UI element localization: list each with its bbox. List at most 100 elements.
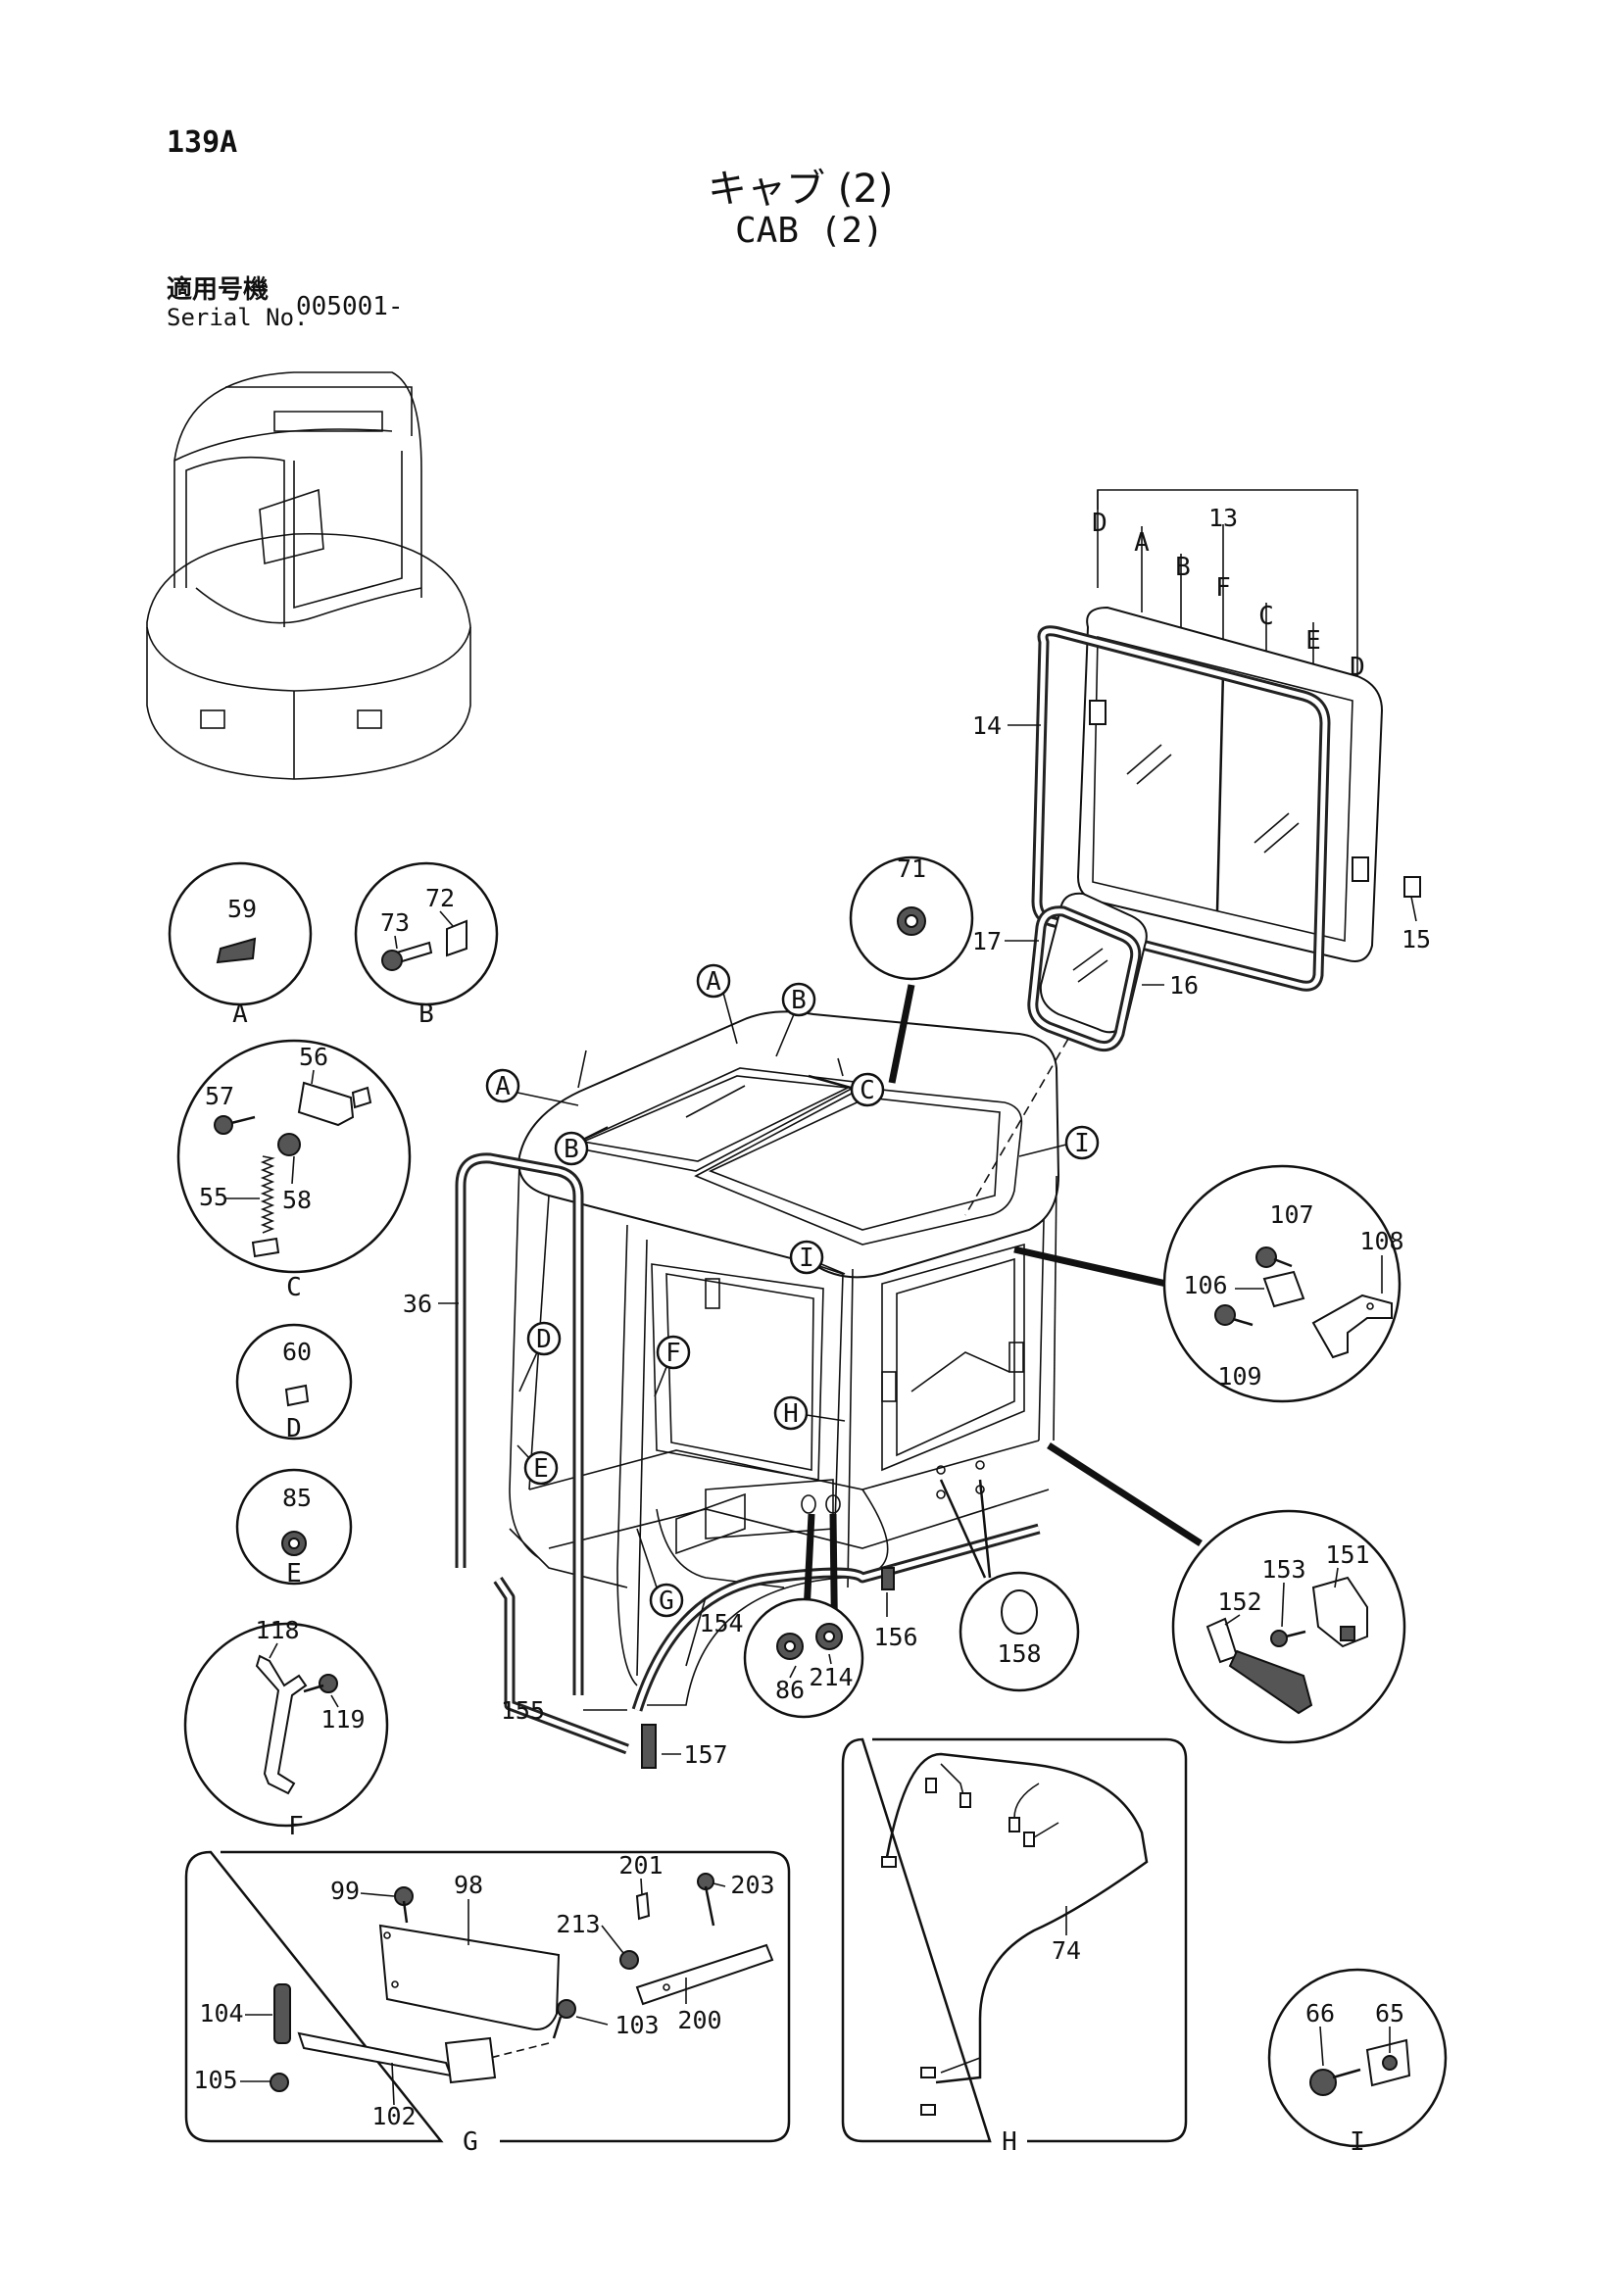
part-label-213: 213 [556,1910,600,1938]
window-letter-F: F [1215,573,1231,603]
window-assembly [1005,489,1421,1052]
callout-letter-B-window: B [781,982,816,1017]
machine-overview-illustration [146,371,471,780]
part-label-57: 57 [205,1082,234,1110]
part-label-13: 13 [1208,504,1238,532]
part-label-153: 153 [1261,1555,1305,1584]
part-label-98: 98 [454,1871,483,1899]
callout-letter-C-cab: C [850,1072,885,1107]
svg-text:A: A [495,1072,511,1101]
part-label-154: 154 [699,1609,743,1637]
svg-text:F: F [665,1339,681,1368]
detail-letter-E: E [286,1559,302,1588]
detail-letter-G: G [463,2127,478,2157]
part-label-214: 214 [809,1663,853,1691]
window-letter-labels: D A B F C E D [1092,509,1365,682]
part-label-102: 102 [371,2102,416,2130]
cab-part-numbers: 13 14 15 16 17 36 154 155 156 157 [403,504,1431,1769]
part-label-16: 16 [1169,971,1199,1000]
window-letter-B: B [1175,553,1191,582]
callout-letter-H-cab: H [773,1395,809,1431]
callout-letter-B-cab: B [554,1131,589,1166]
part-label-155: 155 [501,1696,545,1725]
part-label-104: 104 [199,1999,243,2027]
part-label-17: 17 [972,927,1002,955]
callout-letter-D-door: D [526,1321,562,1356]
window-letter-D-right: D [1350,653,1365,682]
part-label-60: 60 [282,1338,312,1366]
part-label-109: 109 [1217,1362,1261,1391]
part-label-66: 66 [1305,1999,1335,2027]
svg-text:A: A [706,967,721,997]
detail-C: 56 57 55 58 C [176,1039,412,1302]
part-label-72: 72 [425,884,455,912]
callout-letter-A-cab: A [485,1068,520,1103]
part-label-157: 157 [683,1740,727,1769]
detail-letter-F: F [288,1812,304,1841]
detail-D: 60 D [235,1323,353,1443]
svg-text:I: I [1074,1129,1090,1158]
callout-letter-F-door: F [656,1335,691,1370]
detail-I: 66 65 I [1267,1968,1448,2157]
detail-letter-A: A [232,1000,248,1029]
callout-letter-E-door: E [523,1450,559,1486]
part-label-86: 86 [775,1676,805,1704]
part-label-201: 201 [618,1851,663,1880]
cab-body [438,984,1203,1769]
serial-label-japanese: 適用号機 [167,275,270,305]
part-label-108: 108 [1359,1227,1403,1255]
detail-71-nut: 71 [849,855,974,981]
detail-86-214-nuts: 86 214 [743,1597,864,1719]
part-label-56: 56 [299,1043,328,1071]
part-label-151: 151 [1325,1540,1369,1569]
part-label-200: 200 [677,2006,721,2034]
part-label-107: 107 [1269,1200,1313,1229]
detail-158-plug: 158 [959,1571,1080,1692]
part-label-152: 152 [1217,1588,1261,1616]
svg-text:D: D [536,1325,552,1354]
detail-G: G 99 98 201 203 213 [184,1850,791,2157]
svg-text:H: H [783,1399,799,1429]
svg-text:G: G [659,1587,674,1616]
serial-number-value: 005001- [296,292,404,321]
part-label-156: 156 [873,1623,917,1651]
part-label-74: 74 [1052,1936,1081,1965]
part-label-105: 105 [193,2066,237,2094]
detail-E: 85 E [235,1468,353,1588]
callout-letter-I-front: I [789,1240,824,1275]
part-label-85: 85 [282,1484,312,1512]
part-label-118: 118 [255,1616,299,1644]
part-label-15: 15 [1402,925,1431,953]
window-letter-C: C [1258,602,1274,631]
page-number: 139A [167,125,238,160]
part-label-203: 203 [730,1871,774,1899]
part-label-106: 106 [1183,1271,1227,1299]
callout-letter-A-window: A [696,963,731,999]
svg-text:B: B [564,1135,579,1164]
callout-letter-G-cab: G [649,1583,684,1618]
window-letter-E: E [1305,626,1321,656]
detail-letter-B: B [418,1000,434,1029]
svg-text:E: E [533,1454,549,1484]
part-label-65: 65 [1375,1999,1404,2027]
svg-text:I: I [799,1244,814,1273]
part-label-58: 58 [282,1186,312,1214]
part-label-119: 119 [320,1705,365,1734]
part-label-73: 73 [380,908,410,937]
detail-A: 59 A [168,861,313,1029]
page-title: CAB (2) [735,211,884,251]
svg-text:158: 158 [997,1639,1041,1668]
page-title-japanese: キャブ (2) [708,167,894,212]
detail-lock: 151 153 152 [1171,1509,1406,1744]
detail-B: 72 73 B [354,861,499,1029]
callout-letter-I-top: I [1064,1125,1100,1160]
detail-letter-I: I [1350,2127,1365,2157]
svg-text:C: C [860,1076,875,1105]
part-label-103: 103 [615,2011,659,2039]
detail-H: H 74 [841,1737,1188,2157]
cab-letter-callouts: A B A B C I I D F E H G [485,963,1100,1618]
detail-letter-C: C [286,1273,302,1302]
part-label-99: 99 [330,1877,360,1905]
svg-text:B: B [791,986,807,1015]
